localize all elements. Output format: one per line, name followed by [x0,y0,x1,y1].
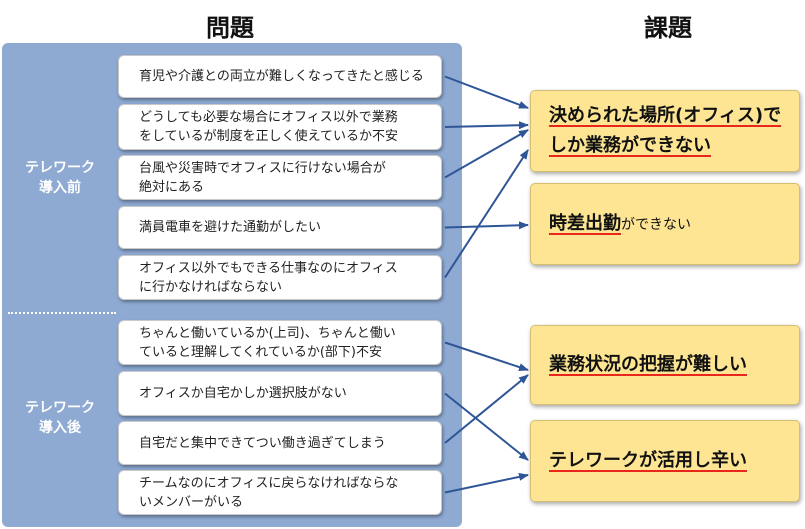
problem-box: どうしても必要な場合にオフィス以外で業務 をしているが制度を正しく使えているか不… [118,104,442,150]
problem-text: 絶対にある [139,179,205,195]
issue-box: 業務状況の把握が難しい [530,325,800,405]
issue-text: 決められた場所(オフィス)で [549,105,782,126]
problems-header: 問題 [206,14,254,42]
problem-text: ちゃんと働いているか(上司)、ちゃんと働い [139,325,396,341]
problem-box: ちゃんと働いているか(上司)、ちゃんと働い ていると理解してくれているか(部下)… [118,320,442,365]
problem-box: オフィスか自宅かしか選択肢がない [118,371,442,416]
issue-text: 時差出勤 [549,213,621,234]
group-label-before-line2: 導入前 [39,180,81,196]
problem-box: オフィス以外でもできる仕事なのにオフィス に行かなければならない [118,255,442,300]
issues-header: 課題 [644,14,692,42]
problem-text: 自宅だと集中できてつい働き過ぎてしまう [139,435,386,451]
problem-text: ていると理解してくれているか(部下)不安 [139,344,382,360]
group-divider [8,312,116,314]
problem-text: いメンバーがいる [139,494,244,510]
group-label-after-line2: 導入後 [39,420,81,436]
issue-text-suffix: ができない [621,217,691,233]
problem-box: 満員電車を避けた通勤がしたい [118,206,442,249]
problem-text: どうしても必要な場合にオフィス以外で業務 [139,110,398,125]
problem-text: オフィス以外でもできる仕事なのにオフィス [139,260,398,276]
problem-text: チームなのにオフィスに戻らなければならな [139,475,399,491]
problem-text: 育児や介護との両立が難しくなってきたと感じる [139,69,424,84]
issue-box: 時差出勤ができない [530,183,800,265]
group-label-before: テレワーク 導入前 [8,158,112,198]
problem-text: 台風や災害時でオフィスに行けない場合が [139,160,386,176]
problem-box: 自宅だと集中できてつい働き過ぎてしまう [118,421,442,465]
issue-text: テレワークが活用し辛い [549,450,747,471]
issue-box: テレワークが活用し辛い [530,420,800,502]
problem-text: をしているが制度を正しく使えているか不安 [139,129,398,144]
problem-text: 満員電車を避けた通勤がしたい [139,220,322,235]
group-label-after-line1: テレワーク [25,400,95,416]
issue-box: 決められた場所(オフィス)で しか業務ができない [530,90,800,172]
group-label-after: テレワーク 導入後 [8,398,112,438]
problem-box: チームなのにオフィスに戻らなければならな いメンバーがいる [118,470,442,515]
problem-box: 台風や災害時でオフィスに行けない場合が 絶対にある [118,155,442,200]
issue-text: しか業務ができない [549,135,711,156]
issue-text: 業務状況の把握が難しい [549,354,747,375]
group-label-before-line1: テレワーク [25,160,95,176]
problem-text: に行かなければならない [139,279,283,295]
problem-box: 育児や介護との両立が難しくなってきたと感じる [118,55,442,98]
problem-text: オフィスか自宅かしか選択肢がない [139,386,347,401]
